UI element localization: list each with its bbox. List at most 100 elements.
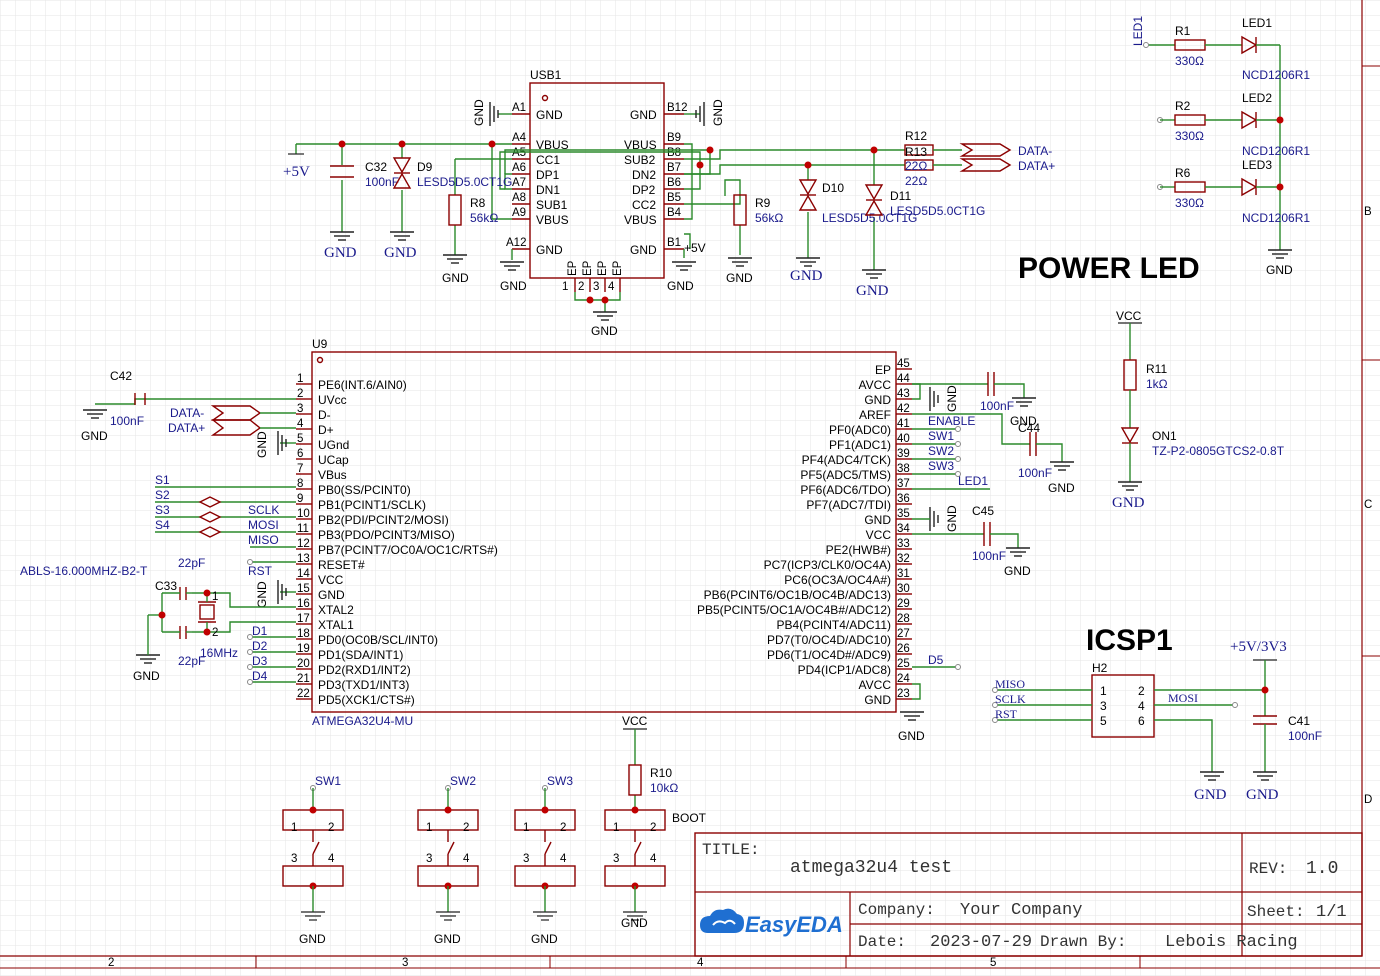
c32-capacitor[interactable]: C32 100nF (330, 160, 399, 189)
u9-pin-number: 8 (297, 478, 303, 490)
u9-pin-name: PF1(ADC1) (829, 438, 891, 452)
icsp-wiring: MISO SCLK RST MOSI GND +5V/3V3 GND C41 1… (992, 639, 1322, 803)
switch-ref: SW3 (547, 774, 573, 788)
svg-text:DATA-: DATA- (1018, 144, 1052, 158)
svg-text:GND: GND (726, 271, 753, 285)
d11-tvs-diode[interactable]: D11 LESD5D5.0CT1G (864, 184, 985, 218)
svg-text:D4: D4 (252, 669, 268, 683)
svg-text:NCD1206R1: NCD1206R1 (1242, 144, 1310, 158)
p5v-flag: +5V (283, 153, 310, 180)
u9-pin-number: 31 (897, 568, 910, 580)
u9-pin-number: 11 (297, 523, 309, 535)
h2-icsp-header[interactable]: H2 1 2 3 4 5 6 (1091, 661, 1155, 738)
svg-text:LED1: LED1 (958, 474, 988, 488)
svg-text:D3: D3 (252, 654, 268, 668)
u9-pin-number: 17 (297, 613, 310, 625)
u9-pin-name: PB0(SS/PCINT0) (318, 483, 411, 497)
u9-pin-name: D+ (318, 423, 334, 437)
u9-pin-name: UCap (318, 453, 349, 467)
rev-label: REV: (1249, 860, 1287, 878)
svg-text:BOOT: BOOT (672, 811, 707, 825)
u9-pin-number: 37 (897, 478, 910, 490)
row-label: B (1364, 206, 1372, 218)
svg-text:R13: R13 (905, 145, 927, 159)
r8-resistor[interactable]: R8 56kΩ (448, 194, 498, 226)
d10-tvs-diode[interactable]: D10 LESD5D5.0CT1G (798, 179, 917, 225)
svg-text:A4: A4 (512, 132, 527, 144)
svg-text:DP1: DP1 (536, 168, 560, 182)
svg-text:GND: GND (1266, 263, 1293, 277)
svg-text:100nF: 100nF (1288, 729, 1322, 743)
svg-text:SCLK: SCLK (995, 692, 1026, 706)
svg-text:1kΩ: 1kΩ (1146, 377, 1168, 391)
svg-text:100nF: 100nF (365, 175, 399, 189)
svg-text:GND: GND (536, 243, 563, 257)
svg-text:1: 1 (562, 281, 568, 293)
u9-pin-name: RESET# (318, 558, 365, 572)
svg-text:DP2: DP2 (632, 183, 656, 197)
switch-pin-number: 4 (560, 853, 567, 865)
u9-pin-number: 4 (297, 418, 304, 430)
u9-pin-name: EP (875, 363, 891, 377)
u9-pin-number: 44 (897, 373, 910, 385)
svg-text:SW1: SW1 (928, 429, 954, 443)
switch-ref: SW1 (315, 774, 341, 788)
r9-resistor[interactable]: R9 56kΩ (733, 194, 783, 226)
svg-text:GND: GND (1048, 481, 1075, 495)
svg-text:DATA+: DATA+ (168, 421, 205, 435)
r12-r13-resistors[interactable]: R12 R13 22Ω 22Ω (904, 129, 962, 188)
svg-text:B9: B9 (667, 132, 681, 144)
led-array[interactable]: GND R1 330Ω LED1 NCD1206R1 R2 330Ω LED2 … (1157, 16, 1311, 277)
u9-pin-number: 33 (897, 538, 910, 550)
svg-text:16MHz: 16MHz (200, 646, 238, 660)
svg-text:C42: C42 (110, 369, 132, 383)
d9-tvs-diode[interactable]: D9 LESD5D5.0CT1G (392, 157, 512, 189)
svg-text:R10: R10 (650, 766, 672, 780)
u9-pin-name: UVcc (318, 393, 347, 407)
svg-text:RST: RST (995, 707, 1018, 721)
u9-pin-number: 15 (297, 583, 310, 595)
svg-text:+5V/3V3: +5V/3V3 (1230, 639, 1287, 655)
svg-text:A8: A8 (512, 192, 526, 204)
u9-pin-name: PD5(XCK1/CTS#) (318, 693, 415, 707)
u9-pin-number: 12 (297, 538, 310, 550)
svg-text:GND: GND (255, 581, 269, 608)
u9-pin-name: PD7(T0/OC4D/ADC10) (767, 633, 891, 647)
on1-power-indicator[interactable]: VCC GND R11 1kΩ ON1 TZ-P2-0805GTCS2-0.8T (1112, 309, 1285, 511)
switch-pin-number: 3 (523, 853, 529, 865)
svg-text:LESD5D5.0CT1G: LESD5D5.0CT1G (417, 175, 512, 189)
r10-resistor[interactable]: VCC R10 10kΩ BOOT (622, 714, 707, 825)
svg-text:EP: EP (597, 260, 609, 276)
u9-pin-name: PF0(ADC0) (829, 423, 891, 437)
svg-text:R1: R1 (1175, 24, 1191, 38)
svg-text:B4: B4 (667, 207, 682, 219)
svg-text:330Ω: 330Ω (1175, 196, 1204, 210)
svg-text:R9: R9 (755, 196, 771, 210)
u9-pin-name: PB2(PDI/PCINT2/MOSI) (318, 513, 449, 527)
svg-text:GND: GND (667, 279, 694, 293)
svg-text:B6: B6 (667, 177, 681, 189)
u9-pin-number: 39 (897, 448, 910, 460)
svg-text:ABLS-16.000MHZ-B2-T: ABLS-16.000MHZ-B2-T (20, 564, 148, 578)
switch-ref: SW2 (450, 774, 476, 788)
svg-text:A6: A6 (512, 162, 526, 174)
svg-text:22pF: 22pF (178, 654, 205, 668)
svg-text:R11: R11 (1146, 362, 1167, 376)
u9-pin-number: 2 (297, 388, 303, 400)
svg-text:R6: R6 (1175, 166, 1191, 180)
svg-text:S4: S4 (155, 518, 170, 532)
u9-pin-number: 22 (297, 688, 310, 700)
svg-text:A5: A5 (512, 147, 526, 159)
svg-text:GND: GND (500, 279, 527, 293)
svg-text:DN2: DN2 (632, 168, 656, 182)
u9-pin-name: PE6(INT.6/AIN0) (318, 378, 407, 392)
